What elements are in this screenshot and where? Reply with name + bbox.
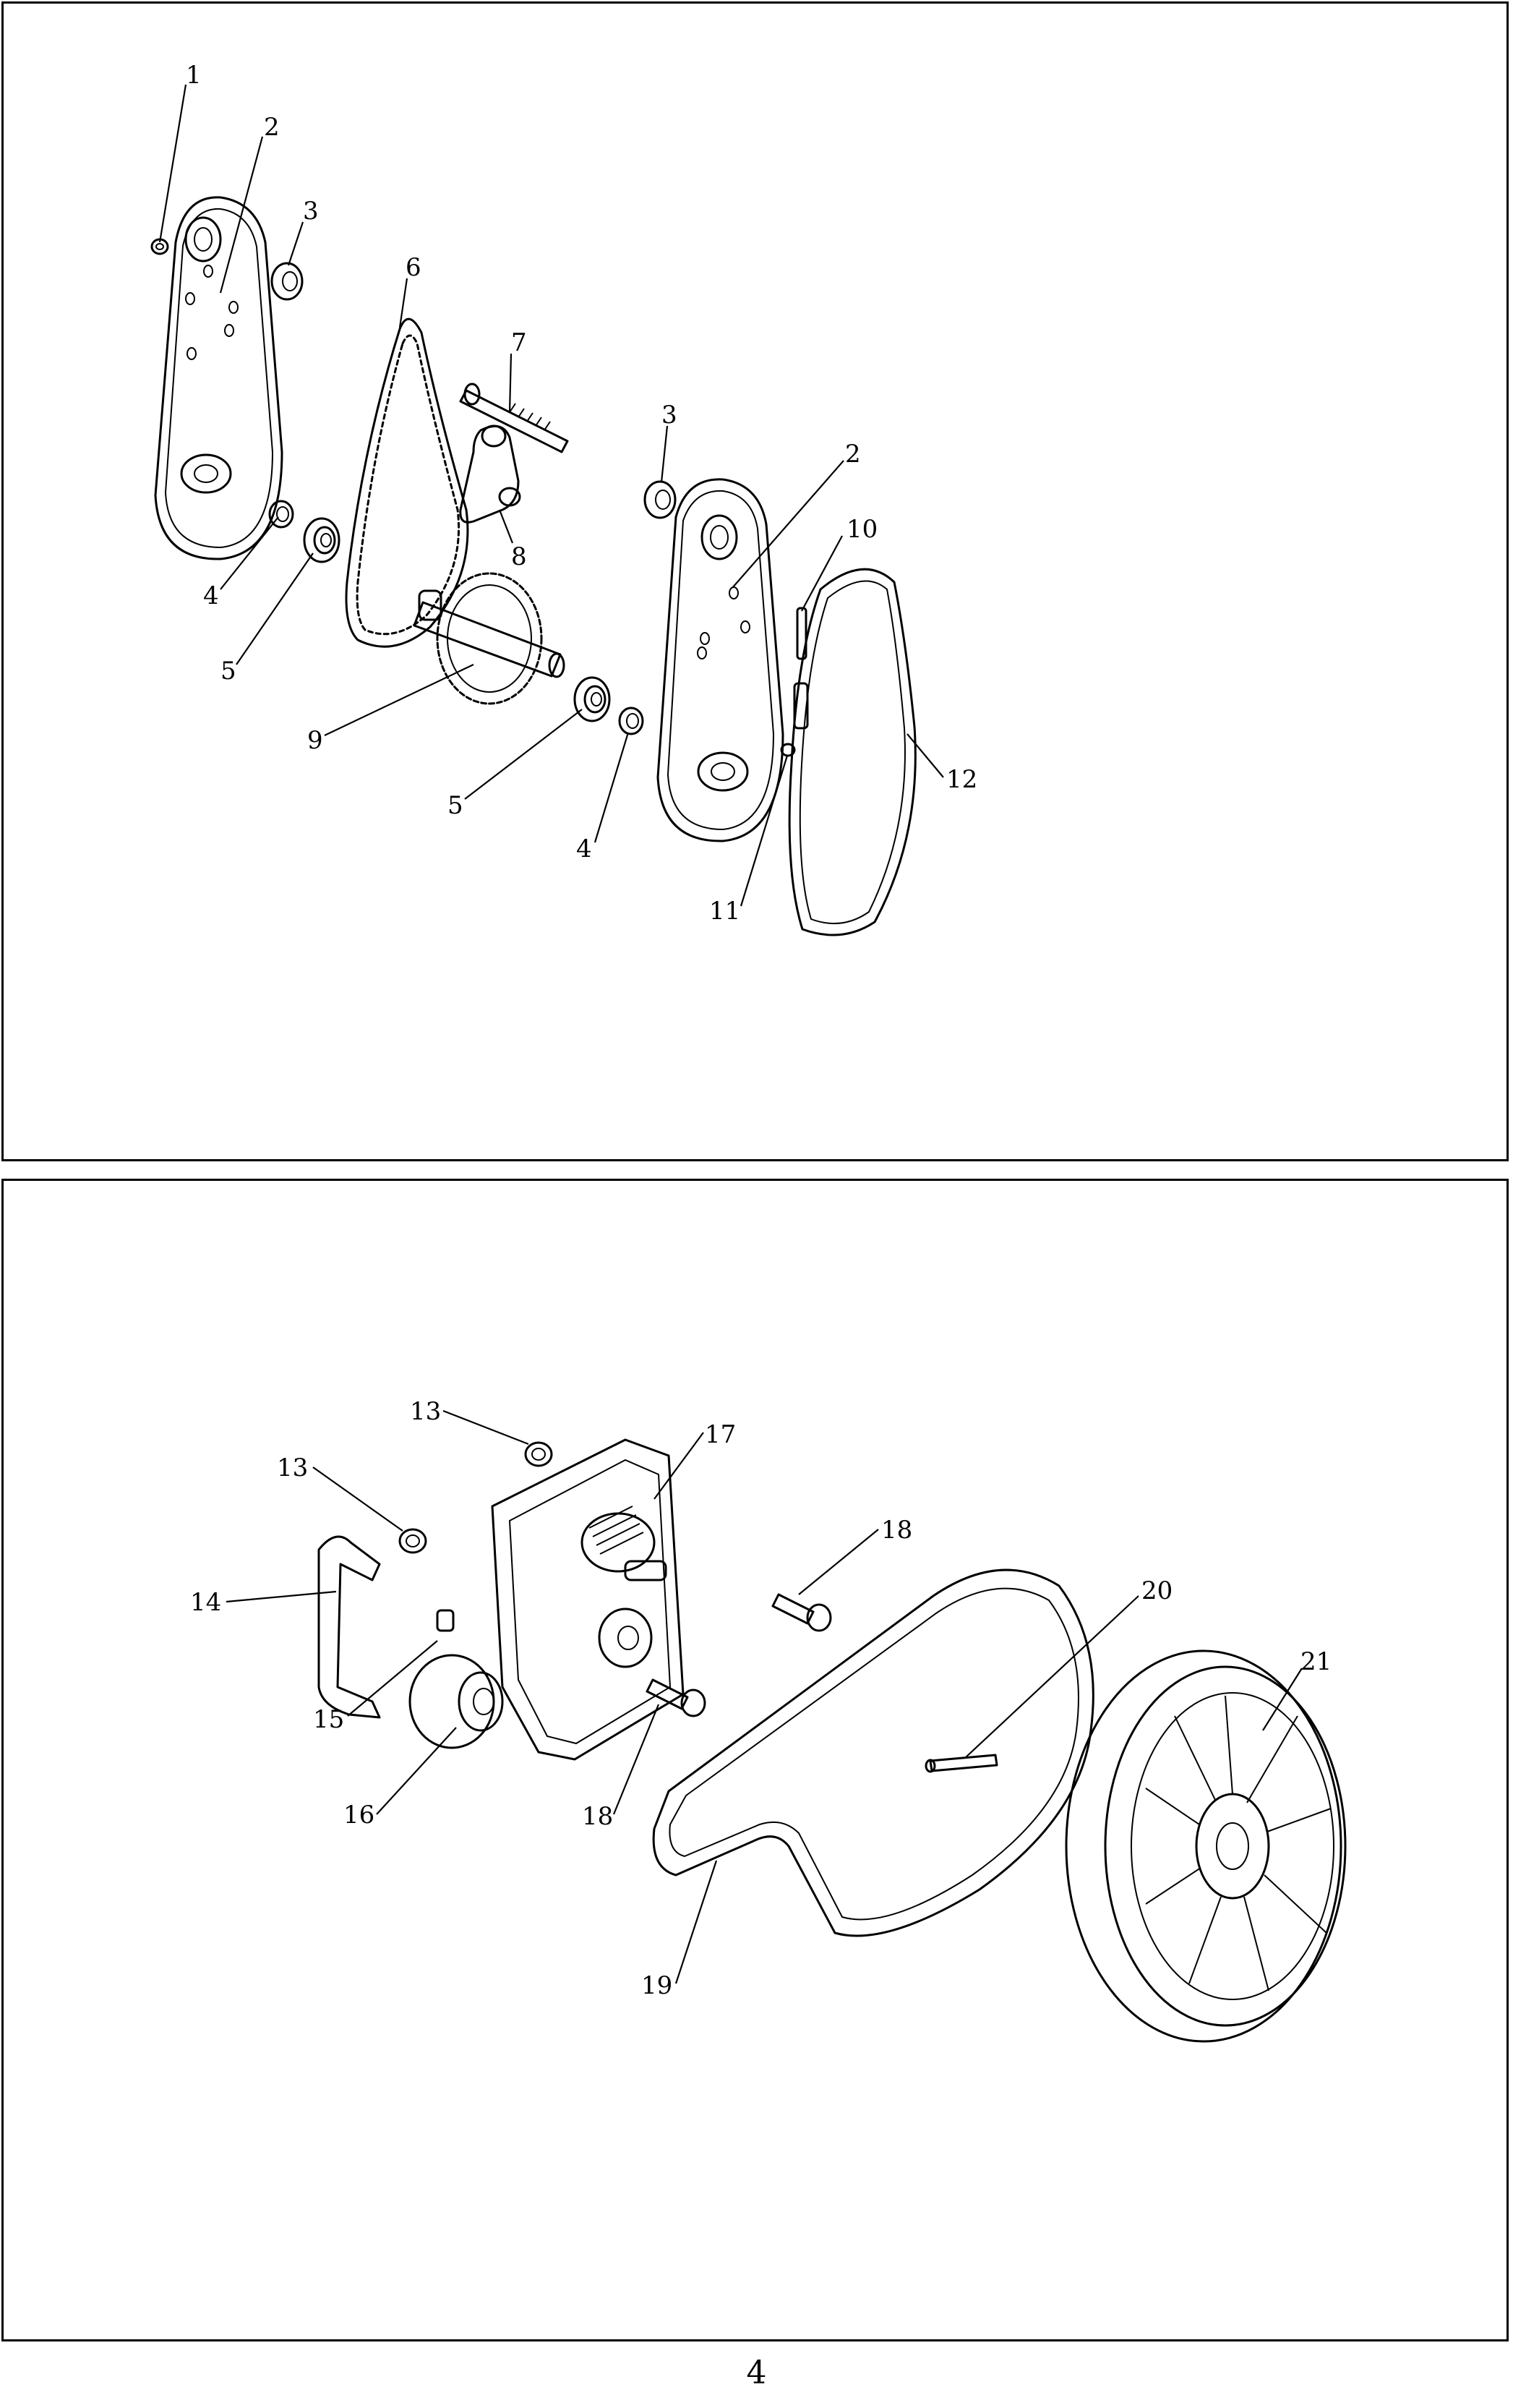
label-part-4-right: 4 <box>576 834 592 863</box>
part-bearing-5-left <box>303 517 340 563</box>
label-part-3-right: 3 <box>661 401 677 430</box>
bottom-part-labels: 13 17 13 18 14 20 21 15 18 16 19 <box>190 1397 1332 2000</box>
top-exploded-view-panel: 1 2 3 6 7 3 2 10 4 8 5 9 12 5 4 11 <box>1 1 1509 1161</box>
part-cover-plate-left <box>154 196 283 560</box>
label-part-12: 12 <box>946 765 977 794</box>
part-belt-12 <box>788 568 917 936</box>
bottom-exploded-view-panel: 13 17 13 18 14 20 21 15 18 16 19 <box>1 1179 1509 2341</box>
part-bushing-3-left <box>270 262 304 301</box>
part-chain-6 <box>345 317 469 648</box>
label-part-11: 11 <box>709 897 740 926</box>
label-part-13-top: 13 <box>410 1397 441 1426</box>
label-part-18-lower: 18 <box>582 1802 613 1831</box>
label-part-17: 17 <box>705 1420 736 1449</box>
label-part-4-left: 4 <box>203 581 219 610</box>
label-part-2-left: 2 <box>264 113 280 142</box>
part-belt-guard-19 <box>652 1568 1094 1937</box>
label-part-10: 10 <box>846 515 878 544</box>
page-number: 4 <box>746 2354 767 2391</box>
part-washer-4-left <box>268 500 294 529</box>
part-pins-10 <box>793 607 809 730</box>
part-nut-13-left <box>398 1528 427 1554</box>
label-part-3-left: 3 <box>303 197 319 226</box>
part-bearing-5-right <box>573 676 611 722</box>
label-part-14: 14 <box>190 1588 221 1617</box>
label-part-6: 6 <box>406 253 421 282</box>
part-nut-11 <box>780 743 796 757</box>
label-part-13-left: 13 <box>277 1453 308 1482</box>
bottom-leader-lines <box>226 1409 1303 1984</box>
label-part-19: 19 <box>641 1971 672 2000</box>
part-bolt-18-upper <box>771 1593 832 1632</box>
label-part-15: 15 <box>313 1705 344 1734</box>
part-tensioner-arm-8 <box>459 424 521 524</box>
part-sprocket-9 <box>413 572 565 705</box>
label-part-20: 20 <box>1141 1576 1173 1605</box>
label-part-2-right: 2 <box>845 440 861 469</box>
part-pulley-hub-16 <box>408 1654 504 1749</box>
part-nut-13-top <box>524 1441 553 1467</box>
label-part-5-right: 5 <box>447 791 463 820</box>
part-bracket-14 <box>317 1535 381 1719</box>
part-gearbox-17 <box>491 1438 685 1761</box>
label-part-1: 1 <box>186 61 202 90</box>
label-part-8: 8 <box>511 542 527 571</box>
label-part-16: 16 <box>343 1801 374 1830</box>
label-part-9: 9 <box>307 726 323 755</box>
part-set-screw-15 <box>436 1609 455 1632</box>
top-part-labels: 1 2 3 6 7 3 2 10 4 8 5 9 12 5 4 11 <box>186 61 977 926</box>
part-shaft-7 <box>459 383 569 453</box>
part-cover-plate-right <box>656 478 784 842</box>
part-wheel-21 <box>1065 1649 1347 2043</box>
label-part-7: 7 <box>511 328 527 357</box>
part-pin-20 <box>925 1754 998 1773</box>
top-exploded-diagram: 1 2 3 6 7 3 2 10 4 8 5 9 12 5 4 11 <box>150 61 977 936</box>
top-leader-lines <box>158 84 944 907</box>
label-part-18-upper: 18 <box>881 1516 912 1545</box>
part-bushing-3-right <box>643 480 677 519</box>
label-part-21: 21 <box>1300 1647 1332 1676</box>
part-bolt-18-lower <box>646 1678 706 1717</box>
bottom-exploded-diagram: 13 17 13 18 14 20 21 15 18 16 19 <box>190 1397 1347 2043</box>
label-part-5-left: 5 <box>220 657 236 686</box>
part-washer-4-right <box>618 706 644 735</box>
